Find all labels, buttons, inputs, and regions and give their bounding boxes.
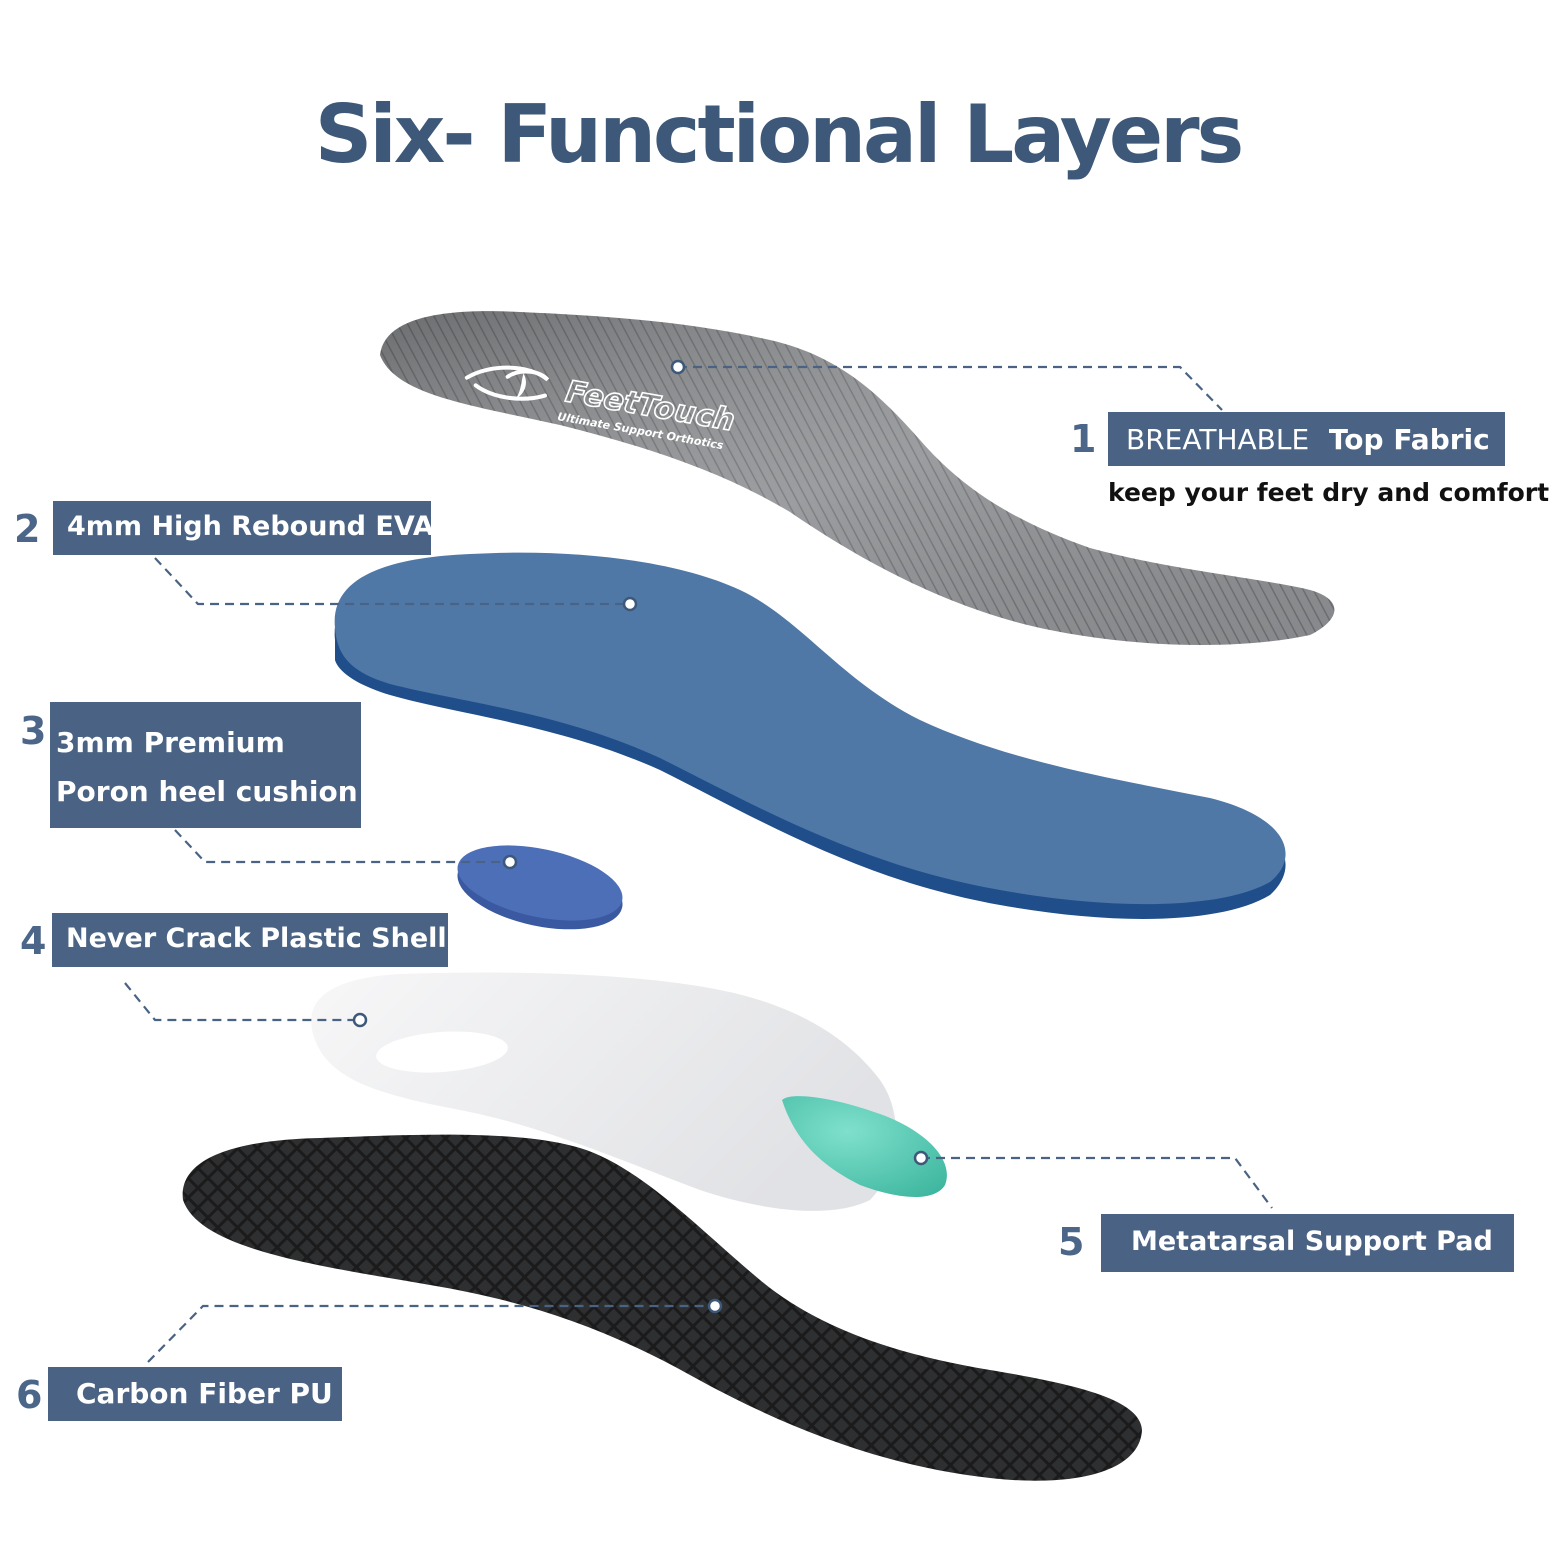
layer-label-6: Carbon Fiber PU (48, 1367, 342, 1421)
layer-label-2: 4mm High Rebound EVA (53, 501, 434, 555)
plastic-shell-layer (311, 972, 897, 1211)
layer-number-5: 5 (1058, 1220, 1085, 1264)
leader-line-3 (174, 829, 510, 864)
leader-dot-2 (622, 596, 638, 612)
layer-label-4: Never Crack Plastic Shell (52, 913, 448, 967)
leader-dot-4 (352, 1012, 368, 1028)
layer-description-1: keep your feet dry and comfort (1108, 478, 1550, 507)
poron-cushion-layer (457, 845, 623, 930)
leader-dot-1 (670, 359, 686, 375)
leader-line-4 (124, 982, 360, 1022)
page-title: Six- Functional Layers (314, 88, 1245, 181)
layer-label-3-line1: 3mm Premium (56, 726, 285, 759)
layer-number-2: 2 (14, 507, 41, 551)
layer-label-3: 3mm Premium Poron heel cushion (50, 702, 361, 828)
heel-cutout-icon (376, 1031, 508, 1073)
leader-dot-6 (707, 1298, 723, 1314)
leader-line-1 (678, 365, 1223, 411)
metatarsal-pad-layer (782, 1096, 947, 1198)
leader-dots (352, 359, 929, 1314)
leader-line-5 (921, 1156, 1273, 1209)
leader-dot-5 (913, 1150, 929, 1166)
layer-label-1-bold: Top Fabric (1328, 423, 1490, 456)
layer-label-1-light: BREATHABLE (1126, 423, 1310, 456)
poron-shape (457, 845, 623, 921)
metatarsal-pad-shape (782, 1096, 947, 1198)
carbon-fiber-layer (182, 1134, 1142, 1481)
layer-number-1: 1 (1070, 417, 1097, 461)
foot-swoosh-icon (464, 365, 550, 401)
layer-number-4: 4 (20, 919, 47, 963)
layer-number-3: 3 (20, 709, 47, 753)
leader-dot-3 (502, 854, 518, 870)
layer-number-6: 6 (16, 1373, 43, 1417)
carbon-shape (182, 1134, 1142, 1481)
leader-line-2 (154, 557, 630, 606)
top-fabric-layer: FeetTouch Ultimate Support Orthotics (380, 311, 1335, 646)
layer-label-1: BREATHABLE Top Fabric (1108, 412, 1505, 466)
layer-label-5: Metatarsal Support Pad (1101, 1214, 1514, 1272)
eva-shape (334, 552, 1286, 905)
layer-label-3-line2: Poron heel cushion (56, 775, 358, 808)
leader-line-6 (147, 1304, 715, 1363)
leader-lines (124, 365, 1273, 1363)
eva-layer (334, 552, 1286, 919)
